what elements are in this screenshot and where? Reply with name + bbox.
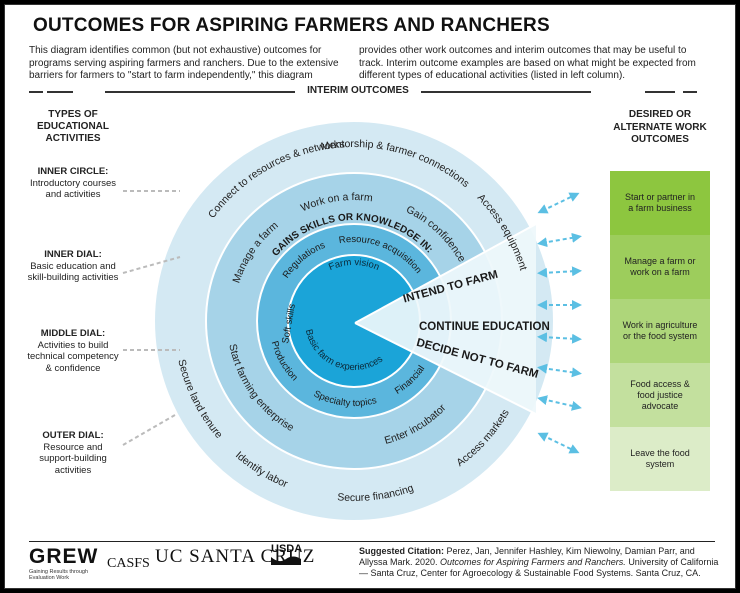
outcome-box: Start or partner in a farm business — [610, 171, 710, 235]
outcome-box: Food access & food justice advocate — [610, 363, 710, 427]
double-arrow-icon — [537, 363, 582, 378]
outcome-box: Leave the food system — [610, 427, 710, 491]
casfs-logo: CASFS — [107, 556, 150, 571]
usda-logo: USDA — [271, 543, 302, 565]
grew-logo: GREW — [29, 545, 99, 568]
inner-circle-label: Farm vision — [327, 257, 381, 273]
double-arrow-icon — [537, 332, 582, 344]
infographic-page: OUTCOMES FOR ASPIRING FARMERS AND RANCHE… — [4, 4, 736, 589]
divider — [105, 91, 295, 93]
double-arrow-icon — [537, 432, 580, 454]
page-title: OUTCOMES FOR ASPIRING FARMERS AND RANCHE… — [33, 15, 550, 36]
outcome-arrows — [537, 192, 582, 454]
work-outcomes-heading: DESIRED OR ALTERNATE WORK OUTCOMES — [613, 109, 707, 145]
grew-tagline: Gaining Results through Evaluation Work — [29, 569, 89, 581]
outcomes-wheel: Connect to resources & networks Mentorsh… — [122, 120, 582, 522]
intro-text-right: provides other work outcomes and interim… — [359, 45, 696, 81]
activity-inner-dial: INNER DIAL:Basic education and skill-bui… — [27, 249, 119, 283]
double-arrow-icon — [537, 395, 582, 411]
outcome-box: Manage a farm or work on a farm — [610, 235, 710, 299]
divider — [645, 91, 675, 93]
educational-activities-heading: TYPES OF EDUCATIONAL ACTIVITIES — [36, 109, 110, 144]
double-arrow-icon — [537, 266, 582, 278]
divider — [421, 91, 591, 93]
leader-lines — [122, 190, 181, 446]
inner-circle — [288, 255, 420, 387]
activity-inner-circle: INNER CIRCLE:Introductory courses and ac… — [29, 166, 117, 200]
footer-divider — [29, 541, 715, 542]
double-arrow-icon — [537, 192, 580, 214]
divider — [683, 91, 697, 93]
divider — [29, 91, 43, 93]
intro-text-left: This diagram identifies common (but not … — [29, 45, 339, 81]
suggested-citation: Suggested Citation: Perez, Jan, Jennifer… — [359, 546, 719, 578]
interim-outcomes-heading: INTERIM OUTCOMES — [307, 85, 409, 96]
outcome-box: Work in agriculture or the food system — [610, 299, 710, 363]
divider — [47, 91, 73, 93]
double-arrow-icon — [537, 232, 582, 248]
activity-outer-dial: OUTER DIAL:Resource and support-building… — [39, 430, 107, 476]
path-continue-education: CONTINUE EDUCATION — [419, 321, 550, 333]
pathways-wedge — [355, 224, 536, 414]
activity-middle-dial: MIDDLE DIAL:Activities to build technica… — [27, 328, 119, 374]
